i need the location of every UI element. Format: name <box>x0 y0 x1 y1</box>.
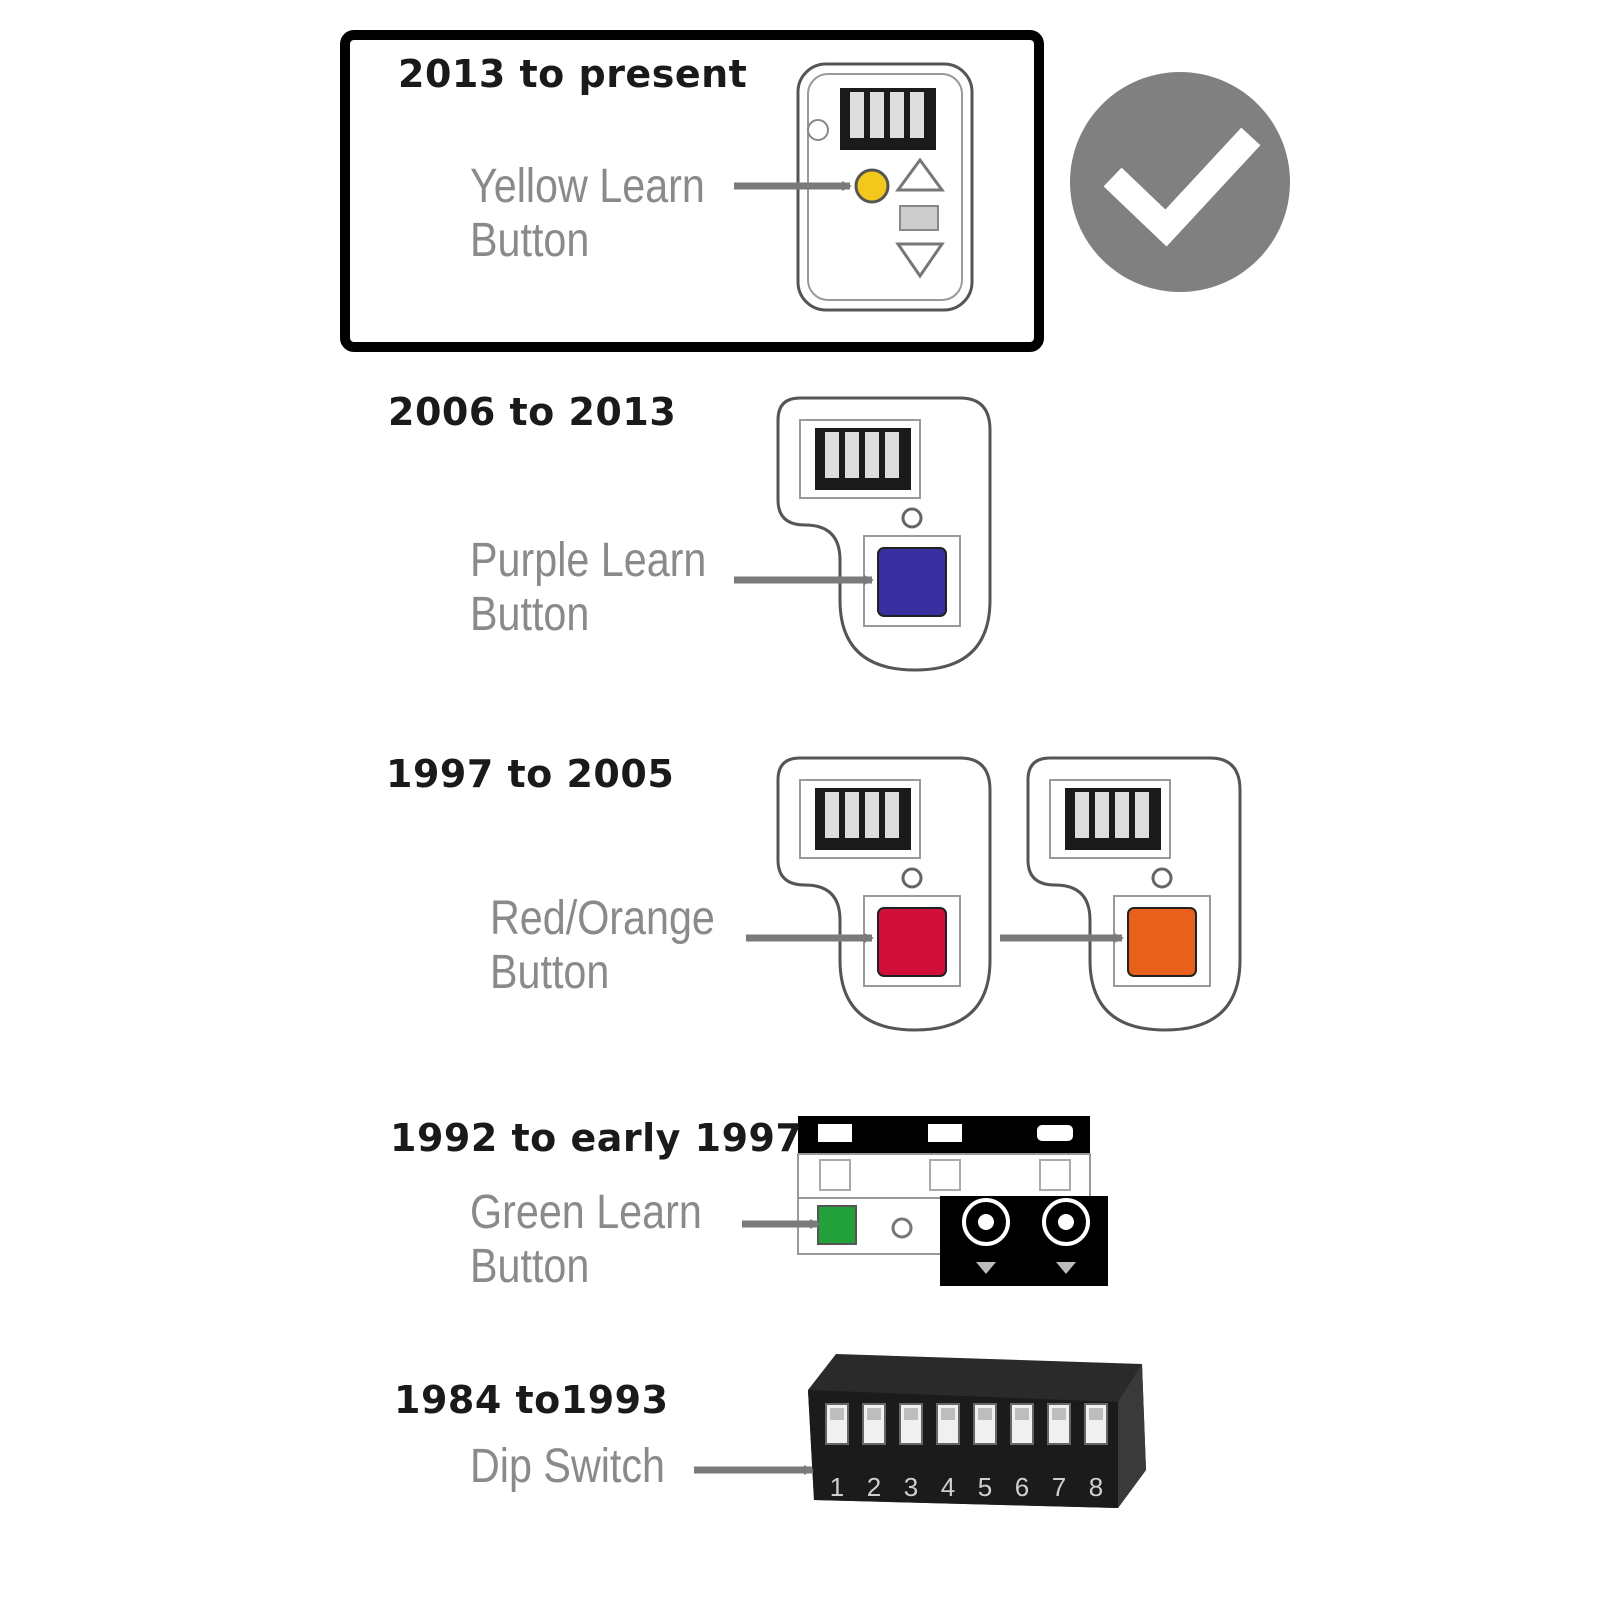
dip-lever-knob-6 <box>1015 1408 1029 1420</box>
era-title-1984: 1984 to1993 <box>394 1378 669 1422</box>
dip-lever-knob-3 <box>904 1408 918 1420</box>
dip-number-5: 5 <box>978 1472 992 1502</box>
era-title-2006: 2006 to 2013 <box>388 390 677 434</box>
dip-number-7: 7 <box>1052 1472 1066 1502</box>
panel-1997-red <box>776 756 992 1032</box>
dip-number-6: 6 <box>1015 1472 1029 1502</box>
selected-frame <box>340 30 1044 352</box>
dip-lever-knob-2 <box>867 1408 881 1420</box>
era-title-1992: 1992 to early 1997 <box>390 1116 803 1160</box>
label-dip-switch: Dip Switch <box>470 1440 665 1493</box>
label-yellow-learn-button: Yellow Learn Button <box>470 160 705 267</box>
dip-levers <box>825 1403 1108 1445</box>
panel-2006 <box>776 396 992 672</box>
dip-number-1: 1 <box>830 1472 844 1502</box>
label-purple-learn-button: Purple Learn Button <box>470 534 707 641</box>
panel-2013 <box>796 62 974 312</box>
check-circle-icon <box>1070 72 1290 292</box>
era-title-2013: 2013 to present <box>398 52 748 96</box>
dip-number-3: 3 <box>904 1472 918 1502</box>
dip-number-2: 2 <box>867 1472 881 1502</box>
up-arrow-button <box>895 157 945 192</box>
red-learn-button <box>877 907 947 977</box>
dip-lever-knob-1 <box>830 1408 844 1420</box>
dip-block-2006 <box>815 428 911 490</box>
panel-1997-orange <box>1026 756 1242 1032</box>
dip-lever-knob-8 <box>1089 1408 1103 1420</box>
label-red-orange-button: Red/Orange Button <box>490 892 715 999</box>
dip-lever-knob-7 <box>1052 1408 1066 1420</box>
green-learn-button <box>817 1205 857 1245</box>
dip-block-1997-red <box>815 788 911 850</box>
panel-1992 <box>797 1116 1108 1286</box>
down-arrow-button <box>895 242 945 279</box>
yellow-learn-button <box>854 168 890 204</box>
era-title-1997: 1997 to 2005 <box>386 752 675 796</box>
middle-button <box>899 205 939 231</box>
dip-block-1997-orange <box>1065 788 1161 850</box>
dip-number-8: 8 <box>1089 1472 1103 1502</box>
dip-lever-knob-4 <box>941 1408 955 1420</box>
dip-block-2013 <box>840 88 936 150</box>
dip-lever-knob-5 <box>978 1408 992 1420</box>
purple-learn-button <box>877 547 947 617</box>
orange-learn-button <box>1127 907 1197 977</box>
dip-number-4: 4 <box>941 1472 955 1502</box>
label-green-learn-button: Green Learn Button <box>470 1186 702 1293</box>
